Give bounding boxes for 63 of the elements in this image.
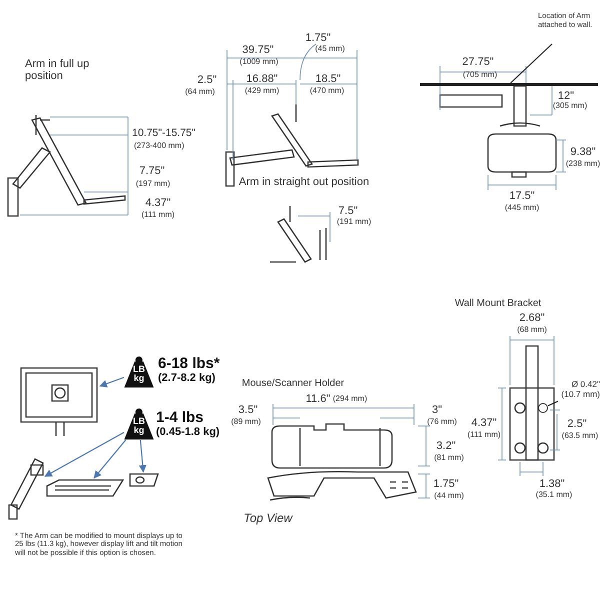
monitor-drawing <box>18 365 100 437</box>
dimension-text: 16.88" <box>246 73 278 86</box>
dimension-text: 2.68" <box>519 312 545 324</box>
dimension-text: (44 mm) <box>434 492 464 501</box>
callout-text: Ø 0.42" (10.7 mm) <box>558 380 600 404</box>
view-title: Mouse/Scanner Holder <box>242 378 344 389</box>
weight-capacity-text: (0.45-1.8 kg) <box>156 426 220 438</box>
dimension-text: 12" <box>558 90 574 102</box>
view-caption: Arm in straight out position <box>238 176 370 188</box>
arrow <box>44 432 124 477</box>
dimension-text: 10.75"-15.75" <box>132 128 196 140</box>
dimension-text: 3.5" <box>238 404 258 416</box>
dimension-text: (81 mm) <box>434 454 464 463</box>
dimension-text: (238 mm) <box>566 160 600 169</box>
mouse-pad-drawing <box>128 472 160 488</box>
dimension-text: (1009 mm) <box>240 58 278 67</box>
dimension-text: 9.38" <box>570 146 596 158</box>
leader-line <box>548 400 558 406</box>
dimension-text: (35.1 mm) <box>536 491 572 500</box>
dimension-text: (111 mm) <box>141 211 175 220</box>
leader-line <box>510 44 552 84</box>
wall-line <box>420 83 598 86</box>
dimension-text: (197 mm) <box>136 180 170 189</box>
dimension-text: (63.5 mm) <box>562 432 598 441</box>
dimension-text: 1.38" <box>539 478 565 490</box>
dimension-text: (111 mm) <box>467 431 501 440</box>
dimension-text: 18.5" <box>315 73 341 86</box>
dimension-text: (45 mm) <box>315 45 345 54</box>
arrow <box>94 440 126 479</box>
dimension-text: 27.75" <box>462 56 494 68</box>
view-caption: Arm in full up position <box>25 58 90 82</box>
weight-capacity-text: (2.7-8.2 kg) <box>158 372 216 384</box>
dimension-text: 7.5" <box>338 205 358 218</box>
view-caption: Top View <box>244 512 292 526</box>
dimension-text: (305 mm) <box>552 102 588 111</box>
dimension-text: (89 mm) <box>231 418 261 427</box>
dimension-text: 17.5" <box>509 190 535 202</box>
weight-capacity-text: 1-4 lbs <box>156 410 204 426</box>
dimension-text: 2.5" <box>197 74 217 86</box>
dimension-text: (429 mm) <box>244 87 280 96</box>
dimension-text: (273-400 mm) <box>134 142 184 151</box>
dimension-text: 4.37" <box>145 197 171 210</box>
dimension-text: 1.75" <box>433 478 459 490</box>
arrow <box>99 376 124 388</box>
arrow <box>138 440 146 473</box>
dimension-text: (64 mm) <box>185 88 215 97</box>
dimension-text: (191 mm) <box>336 218 372 227</box>
weight-capacity-text: 6-18 lbs* <box>158 356 220 372</box>
dimension-text: (445 mm) <box>504 204 540 213</box>
dimension-text: 2.5" <box>567 418 587 430</box>
dimension-text: 7.75" <box>139 165 165 178</box>
dimension-text: 1.75" <box>305 32 331 44</box>
dimension-text: (470 mm) <box>310 87 344 96</box>
mounting-hole <box>538 403 548 413</box>
dimension-text: 11.6" <box>306 393 330 406</box>
dimension-text: (76 mm) <box>427 418 457 427</box>
dimension-text: (294 mm) <box>332 395 368 404</box>
dimension-text: 39.75" <box>242 44 274 56</box>
dimension-text: 3.2" <box>436 440 456 452</box>
dimension-text: 4.37" <box>471 417 497 430</box>
dimension-text: (68 mm) <box>517 326 547 335</box>
view-title: Wall Mount Bracket <box>454 298 542 309</box>
dimension-text: 3" <box>432 404 442 416</box>
